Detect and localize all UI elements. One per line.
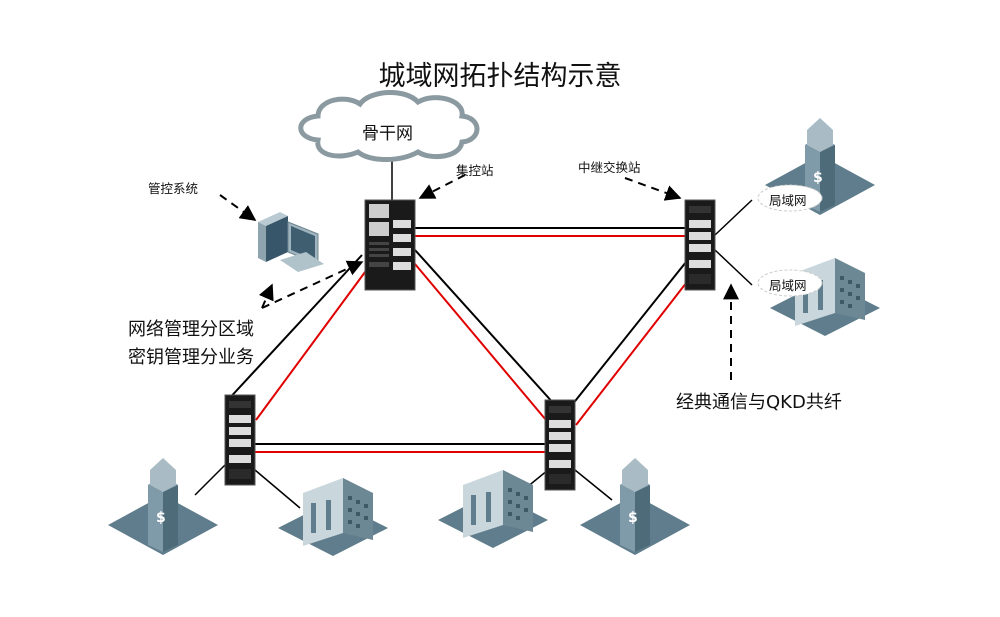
lan-label: 局域网 bbox=[769, 278, 807, 293]
control-station-rack bbox=[364, 199, 416, 291]
link-classical bbox=[225, 254, 363, 403]
building-office-icon bbox=[438, 470, 548, 548]
management-computer-icon bbox=[258, 212, 324, 272]
shared-fiber-label: 经典通信与QKD共纤 bbox=[676, 392, 842, 413]
building-tower-icon bbox=[108, 458, 218, 555]
network-mgmt-label: 网络管理分区域 bbox=[128, 319, 254, 340]
building-office-icon bbox=[278, 478, 388, 556]
building-tower-icon bbox=[580, 458, 690, 555]
control-station-label: 集控站 bbox=[456, 163, 494, 178]
page-title: 城域网拓扑结构示意 bbox=[378, 61, 622, 92]
node-rack-bottom-left bbox=[224, 394, 256, 486]
lan-label: 局域网 bbox=[769, 193, 807, 208]
relay-station-label: 中继交换站 bbox=[578, 160, 641, 175]
key-mgmt-label: 密钥管理分业务 bbox=[128, 347, 254, 368]
link-classical bbox=[559, 261, 687, 421]
links bbox=[194, 155, 753, 509]
backbone-label: 骨干网 bbox=[362, 124, 413, 144]
link-classical bbox=[414, 249, 556, 406]
link-qkd bbox=[255, 267, 369, 421]
management-system-label: 管控系统 bbox=[148, 181, 199, 196]
relay-station-rack bbox=[684, 199, 716, 291]
node-rack-bottom-middle bbox=[544, 399, 576, 491]
lan-cloud bbox=[757, 269, 823, 297]
link-qkd bbox=[575, 277, 691, 426]
lan-cloud bbox=[757, 184, 823, 212]
backbone-cloud bbox=[298, 89, 480, 162]
annotation-arrows bbox=[219, 174, 739, 380]
link-qkd bbox=[414, 263, 547, 421]
